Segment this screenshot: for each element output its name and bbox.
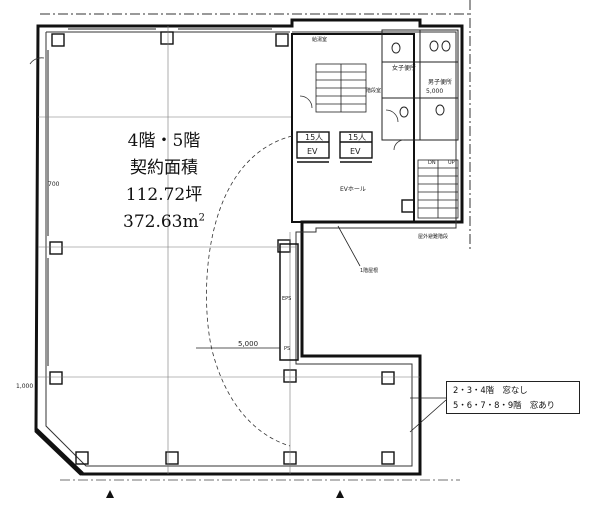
door-swing-arc <box>206 135 293 447</box>
elevator-2 <box>339 131 373 163</box>
dimension-bottom: 5,000 <box>238 340 258 348</box>
area-sqm: 372.63m2 <box>108 209 220 236</box>
note-leader-2 <box>409 399 447 433</box>
column <box>275 33 289 47</box>
area-sqm-unit: m <box>182 212 199 232</box>
column <box>49 371 63 385</box>
stairs-label: 階段室 <box>366 87 381 94</box>
eps-label: EPS <box>282 296 291 302</box>
elevator-1-capacity: 15人 <box>305 133 323 142</box>
core-block <box>291 33 415 223</box>
toilet-dimension: 5,000 <box>426 88 443 95</box>
exterior-stairs <box>417 159 459 219</box>
window-note-line-2: 5・6・7・8・9階 窓あり <box>453 400 556 410</box>
area-sqm-value: 372.63 <box>123 212 183 232</box>
contract-area-title: 契約面積 <box>130 158 198 178</box>
roof-label: 1階屋根 <box>360 267 378 274</box>
column <box>160 31 174 45</box>
column <box>381 371 395 385</box>
door-arcs <box>29 57 405 151</box>
exterior-wall-inner <box>45 31 457 467</box>
floors-label: 4階・5階 <box>127 131 201 151</box>
dimension-left-low: 1,000 <box>16 383 33 390</box>
eps-shaft <box>279 243 299 361</box>
elevator-1-label: EV <box>307 147 318 156</box>
windows-top <box>47 28 272 366</box>
contract-area-block: 4階・5階 契約面積 112.72坪 372.63m2 <box>108 128 220 236</box>
elevator-1 <box>296 131 330 163</box>
elevator-2-label: EV <box>350 147 361 156</box>
column <box>401 199 415 213</box>
ev-hall-label: EVホール <box>340 186 366 193</box>
triangle-marker-icon <box>336 490 344 498</box>
elevator-2-capacity: 15人 <box>348 133 366 142</box>
column <box>381 451 395 465</box>
triangle-marker-icon <box>106 490 114 498</box>
column <box>165 451 179 465</box>
area-tsubo: 112.72坪 <box>125 185 203 205</box>
female-toilet-label: 女子便所 <box>392 64 416 72</box>
grid-lines <box>38 26 420 474</box>
stairs-top <box>315 63 367 113</box>
male-toilet-label: 男子便所 <box>428 78 452 86</box>
dn-label: DN <box>428 160 436 166</box>
up-label: UP <box>448 160 455 166</box>
leader-sprinkler <box>337 225 361 267</box>
toilets <box>381 29 459 141</box>
dimension-left: 700 <box>48 181 60 188</box>
exterior-stairs-label: 屋外避難階段 <box>418 233 448 240</box>
window-note-line-1: 2・3・4階 窓なし <box>453 385 528 395</box>
column <box>75 451 89 465</box>
area-sqm-exponent: 2 <box>198 212 205 224</box>
ps-label: PS <box>284 346 290 352</box>
storage-label: 給湯室 <box>312 36 327 43</box>
column <box>51 33 65 47</box>
window-note-box: 2・3・4階 窓なし 5・6・7・8・9階 窓あり <box>446 381 580 414</box>
corner-wall <box>34 428 84 476</box>
column <box>49 241 63 255</box>
